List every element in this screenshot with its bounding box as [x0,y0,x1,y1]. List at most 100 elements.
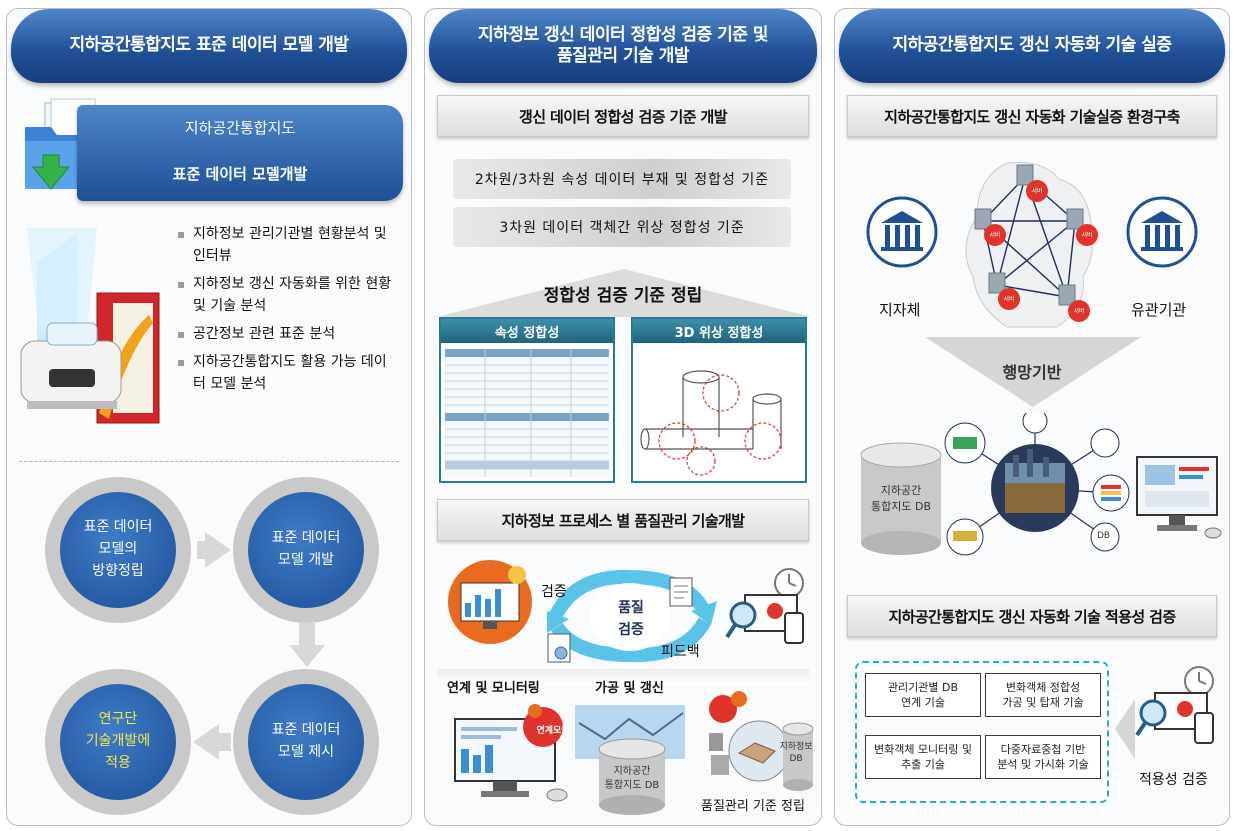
bullet-item: 공간정보 관련 표준 분석 [177,323,399,345]
cycle-center: 품질 검증 [599,597,663,641]
technology-grid [855,661,1109,803]
cycle-center-line-1: 품질 [618,600,644,616]
cycle-label-verify: 검증 [541,584,567,600]
triangle-label: 정합성 검증 기준 정립 [543,286,703,306]
section-title-quality: 지하정보 프로세스 별 품질관리 기술개발 [437,499,809,541]
institution-building-icon [1125,195,1199,269]
criteria-stripe: 3차원 데이터 객체간 위상 정합성 기준 [453,207,791,247]
down-arrow-icon [289,623,325,667]
box-title: 3D 위상 정합성 [633,319,805,343]
monitor-chart-icon [447,559,533,645]
criteria-stripe: 2차원/3차원 속성 데이터 부재 및 정합성 기준 [453,159,791,199]
db-label-line-1: 지하정보 [779,742,813,752]
section-title-environment: 지하공간통합지도 갱신 자동화 기술실증 환경구축 [847,95,1217,137]
arrow-left-shaft [217,733,231,751]
underground-city-hub [935,408,1135,563]
process-band [437,669,809,685]
step-text: 표준 데이터 모델의 방향정립 [60,492,176,608]
standard-model-banner: 지하공간통합지도 표준 데이터 모델개발 [77,105,403,201]
tech-cell: 관리기관별 DB 연계 기술 [865,673,981,717]
db-label-left: 지하공간 통합지도 DB [599,765,665,793]
step-text: 연구단 기술개발에 적용 [60,684,176,800]
arrow-right-shaft [197,541,207,559]
server-network-map: 서버 서버 서버 서버 서버 [947,157,1117,333]
down-arrow-label: 행망기반 [1002,363,1062,382]
panel-standard-data-model: 지하공간통합지도 표준 데이터 모델 개발 지하공간통합지도 표준 데이터 모델… [6,8,412,826]
verification-monitor-icon [1135,663,1221,759]
server-node-label: 서버 [1073,307,1084,315]
monitor-magnifier-icon [725,565,811,651]
tech-cell-line-1: 다중자료중첩 기반 [1000,743,1086,756]
db-label-line-1: 지하공간 [613,766,651,777]
banner-line-2: 표준 데이터 모델개발 [172,165,308,183]
desktop-monitor-icon [1133,447,1223,541]
bullet-item: 지하정보 갱신 자동화를 위한 현황 및 기술 분석 [177,273,399,317]
db-tag: DB [1097,531,1111,541]
bullet-item: 지하공간통합지도 활용 가능 데이터 모델 분석 [177,351,399,395]
db-label-line-2: DB [789,754,803,764]
tech-cell-line-1: 변화객체 모니터링 및 [873,743,973,756]
org-label-local-gov: 지자체 [879,301,921,319]
triangle-banner [437,267,811,317]
banner-line-1: 지하공간통합지도 [184,119,296,137]
db-label-line-2: 통합지도 DB [604,780,660,791]
header-line-2: 품질관리 기술 개발 [557,46,689,66]
step-text: 표준 데이터 모델 제시 [248,684,364,800]
cycle-center-line-2: 검증 [618,622,644,638]
table-thumbnail [445,349,609,477]
step-circle-direction: 표준 데이터 모델의 방향정립 [45,477,191,623]
panel-consistency-quality: 지하정보 갱신 데이터 정합성 검증 기준 및 품질관리 기술 개발 갱신 데이… [424,8,822,826]
tech-cell-line-1: 관리기관별 DB [887,681,959,694]
header-line-1: 지하정보 갱신 데이터 정합성 검증 기준 및 [478,24,768,45]
db-label-right: 지하정보 DB [775,741,817,765]
left-arrow-icon [193,724,219,760]
tech-cell-line-2: 가공 및 탑재 기술 [1002,696,1084,709]
org-label-related: 유관기관 [1131,301,1187,319]
scanner-book-illustration [17,223,167,433]
server-node-label: 서버 [1003,295,1014,303]
left-chevron-icon [1115,699,1135,759]
verification-label: 적용성 검증 [1139,772,1208,788]
quality-handshake-illustration [705,689,815,793]
panel-header: 지하공간통합지도 갱신 자동화 기술 실증 [839,9,1225,83]
db-label-line-1: 지하공간 [880,484,922,497]
monitor-gear-illustration [453,699,573,809]
down-funnel-arrow [925,337,1141,407]
box-title: 속성 정합성 [441,319,613,343]
tech-cell-line-2: 연계 기술 [901,696,945,709]
label-link-monitoring: 연계 및 모니터링 [447,681,540,696]
panel-header: 지하정보 갱신 데이터 정합성 검증 기준 및 품질관리 기술 개발 [429,9,817,83]
panel-header: 지하공간통합지도 표준 데이터 모델 개발 [11,9,407,83]
label-process-update: 가공 및 갱신 [595,681,664,696]
db-label: 지하공간 통합지도 DB [857,483,945,515]
dashed-divider [19,461,399,462]
step-circle-apply: 연구단 기술개발에 적용 [45,669,191,815]
cycle-label-feedback: 피드백 [661,644,700,660]
document-gear-icon [547,633,573,665]
update-db-illustration [575,699,691,815]
analysis-bullet-list: 지하정보 관리기관별 현황분석 및 인터뷰 지하정보 갱신 자동화를 위한 현황… [177,223,399,401]
tech-cell-line-1: 변화객체 정합성 [1005,681,1081,694]
step-circle-present: 표준 데이터 모델 제시 [233,669,379,815]
attribute-consistency-box: 속성 정합성 [439,317,615,483]
label-quality-criteria: 품질관리 기준 정립 [701,799,805,814]
tech-cell-line-2: 분석 및 가시화 기술 [997,758,1089,771]
document-icon [669,577,695,609]
db-label-line-2: 통합지도 DB [871,500,931,513]
step-circle-develop: 표준 데이터 모델 개발 [233,477,379,623]
topology-consistency-box: 3D 위상 정합성 [631,317,807,483]
right-arrow-icon [205,532,231,568]
server-node-label: 서버 [1031,187,1042,195]
link-module-badge: 연계모듈 [536,726,570,736]
step-text: 표준 데이터 모델 개발 [248,492,364,608]
government-building-icon [865,195,939,269]
panel-automation-demo: 지하공간통합지도 갱신 자동화 기술 실증 지하공간통합지도 갱신 자동화 기술… [834,8,1230,826]
server-node-label: 서버 [989,231,1000,239]
database-cylinder [857,441,945,557]
server-node-label: 서버 [1081,231,1092,239]
bullet-item: 지하정보 관리기관별 현황분석 및 인터뷰 [177,223,399,267]
tech-cell-line-2: 추출 기술 [901,758,945,771]
pipe-topology-drawing [637,349,801,477]
